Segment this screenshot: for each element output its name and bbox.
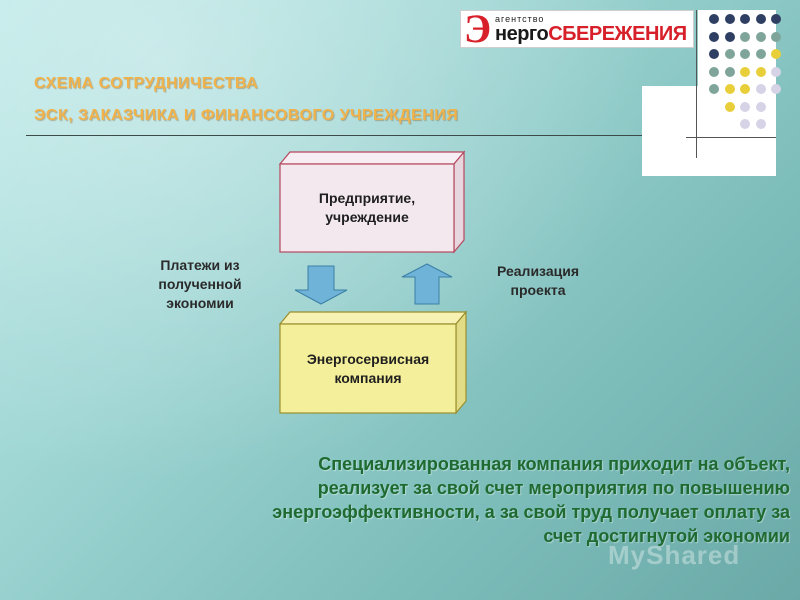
decorative-dot <box>755 49 766 59</box>
decorative-dot <box>771 49 781 59</box>
logo-letter: Э <box>464 6 492 51</box>
top-box-label: Предприятие, учреждение <box>318 190 416 225</box>
decorative-dot <box>724 14 735 24</box>
decorative-dot <box>709 14 719 24</box>
decorative-dot <box>709 84 719 94</box>
bottom-box-top-face <box>278 311 468 325</box>
decorative-dot <box>724 31 735 42</box>
top-box-front <box>279 163 455 253</box>
top-box-top-face <box>278 151 466 165</box>
decorative-dot <box>740 66 750 77</box>
decorative-dot <box>709 49 719 59</box>
body-text: Специализированная компания приходит на … <box>272 454 790 546</box>
decorative-dot <box>740 49 750 59</box>
decorative-dot <box>755 14 766 24</box>
decorative-dot <box>771 84 781 94</box>
decorative-dot <box>740 14 750 24</box>
decorative-dot <box>740 31 750 42</box>
watermark-text: MyShared <box>608 540 741 570</box>
title-line-2: ЭСК, ЗАКАЗЧИКА И ФИНАНСОВОГО УЧРЕЖДЕНИЯ <box>34 107 459 124</box>
decorative-dot <box>724 101 735 112</box>
agency-logo: Э агентство нергоСБЕРЕЖЕНИЯ <box>460 6 694 51</box>
decorative-dot <box>755 101 766 112</box>
decorative-dot <box>771 14 781 24</box>
decorative-dot <box>709 31 719 42</box>
top-box-side-face <box>453 150 465 254</box>
title-line-1: СХЕМА СОТРУДНИЧЕСТВА <box>34 75 259 92</box>
logo-word-black: нерго <box>495 23 549 45</box>
decorative-dot <box>709 66 719 77</box>
decorative-dot <box>755 66 766 77</box>
decorative-dot <box>724 66 735 77</box>
logo-main-text: нергоСБЕРЕЖЕНИЯ <box>495 23 687 45</box>
payments-label: Платежи из полученной экономии <box>158 257 242 311</box>
logo-small-text: агентство <box>495 14 545 24</box>
bottom-box-front <box>279 323 457 414</box>
decorative-dot <box>740 119 750 129</box>
decorative-dot <box>771 31 781 42</box>
slide-title: СХЕМА СОТРУДНИЧЕСТВА ЭСК, ЗАКАЗЧИКА И ФИ… <box>34 73 458 137</box>
panel-white-bottom <box>642 86 776 176</box>
title-divider <box>26 135 746 136</box>
bottom-box-label: Энергосервисная компания <box>306 350 430 386</box>
logo-word-red: СБЕРЕЖЕНИЯ <box>548 23 687 45</box>
decorative-dot <box>740 101 750 112</box>
arrow-up <box>401 263 453 305</box>
decorative-dot <box>755 84 766 94</box>
bottom-box-side-face <box>455 310 467 415</box>
panel-vertical-line <box>696 10 697 158</box>
decorative-dot <box>755 119 766 129</box>
panel-horizontal-line <box>686 137 776 138</box>
arrow-down <box>294 265 348 305</box>
decorative-dot <box>724 49 735 59</box>
decorative-dot <box>755 31 766 42</box>
decorative-dot <box>771 66 781 77</box>
implementation-label: Реализация проекта <box>496 263 579 298</box>
decorative-dot <box>724 84 735 94</box>
decorative-dot <box>740 84 750 94</box>
